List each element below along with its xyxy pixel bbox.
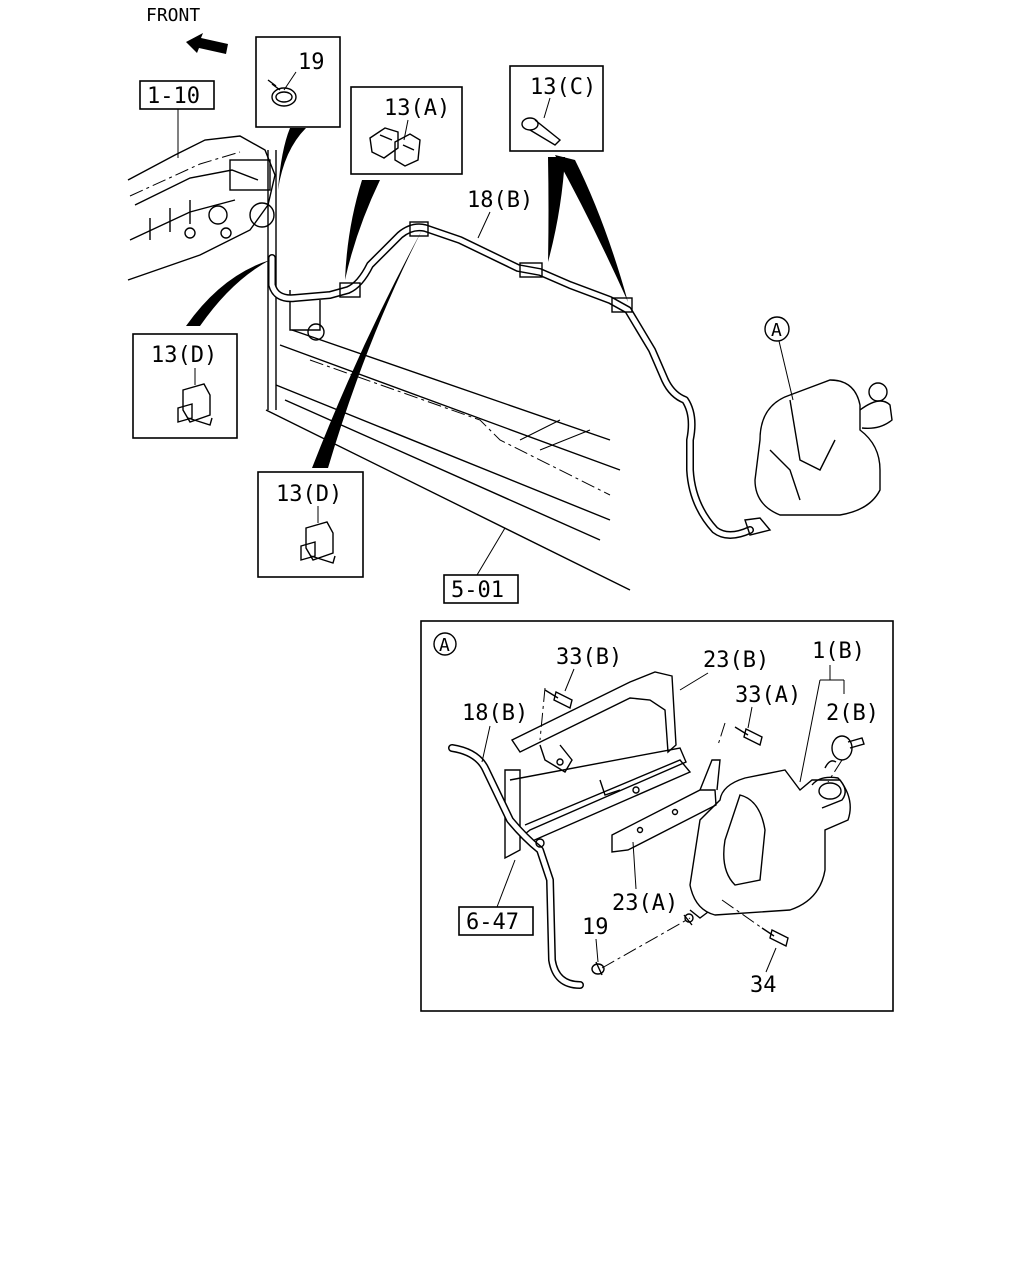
ref-box-6-47[interactable]: 6-47 [458, 906, 534, 936]
guide-33b [539, 687, 546, 741]
pointer-13c-a [548, 157, 565, 262]
detail-a-inset-marker: A [433, 632, 457, 656]
washer-tank-upper [744, 379, 893, 536]
guide-19 [601, 917, 691, 969]
callout-13d-mid[interactable]: 13(D) [257, 471, 364, 578]
callout-13a-text: 13(A) [384, 96, 450, 121]
leader-detail-a [778, 340, 794, 401]
leader-19-inset [595, 938, 599, 963]
ref-6-47-text: 6-47 [466, 910, 519, 935]
callout-19-top[interactable]: 19 [255, 36, 341, 128]
leader-18b-inset [481, 725, 491, 763]
callout-13c[interactable]: 13(C) [509, 65, 604, 152]
label-18b-inset: 18(B) [462, 701, 528, 726]
leader-23a [632, 841, 637, 890]
ref-5-01-text: 5-01 [451, 578, 504, 603]
label-23a: 23(A) [612, 891, 678, 916]
pointer-13d-mid [312, 230, 422, 468]
front-label: FRONT [146, 5, 200, 26]
hose-clamp-icon [267, 79, 297, 107]
label-2b: 2(B) [826, 701, 879, 726]
callout-13c-text: 13(C) [530, 75, 596, 100]
leader-33b [564, 668, 575, 692]
callout-13d-left[interactable]: 13(D) [132, 333, 238, 439]
callout-13d-mid-text: 13(D) [276, 482, 342, 507]
pointer-19-top [278, 128, 306, 190]
leader-5-01 [476, 527, 506, 576]
ref-box-1-10[interactable]: 1-10 [139, 80, 215, 110]
hose-18b-inset [448, 744, 584, 989]
ref-box-5-01[interactable]: 5-01 [443, 574, 519, 604]
leader-23b [679, 672, 709, 691]
leader-18b-top [477, 211, 491, 239]
guide-2b [827, 759, 843, 783]
hose-18b-upper [268, 221, 754, 539]
bolt-33a-icon [734, 726, 763, 747]
callout-13c-leader [543, 97, 551, 119]
ref-1-10-text: 1-10 [147, 84, 200, 109]
label-34: 34 [750, 973, 777, 998]
bracket-23a [611, 759, 721, 853]
clip-13d-left-icon [177, 383, 213, 426]
arrow-left-icon [186, 33, 228, 54]
leader-34 [765, 947, 777, 973]
label-33b: 33(B) [556, 645, 622, 670]
bolt-34-icon [761, 927, 789, 948]
detail-a-marker-upper[interactable]: A [764, 316, 790, 342]
detail-a-marker-text: A [771, 320, 782, 341]
detail-a-inset: A [420, 620, 894, 1012]
callout-13d-left-text: 13(D) [151, 343, 217, 368]
callout-19-top-leader [283, 71, 297, 91]
pointer-13d-left [186, 260, 270, 326]
guide-33a [717, 722, 726, 746]
pointer-13a [345, 180, 380, 280]
bolt-33b-icon [544, 689, 573, 710]
clip-13d-mid-icon [300, 521, 336, 564]
leader-1b [799, 665, 845, 783]
hose-18b-top-label: 18(B) [467, 188, 533, 213]
washer-tank-inset [683, 769, 851, 926]
clamp-19-inset-icon [591, 961, 605, 976]
clip-13a-icon [369, 127, 421, 167]
guide-34 [721, 899, 763, 929]
leader-6-47 [496, 859, 516, 908]
label-33a: 33(A) [735, 683, 801, 708]
detail-a-inset-marker-text: A [439, 635, 450, 656]
label-23b: 23(B) [703, 648, 769, 673]
callout-19-top-text: 19 [298, 50, 325, 75]
callout-13a[interactable]: 13(A) [350, 86, 463, 175]
label-1b: 1(B) [812, 639, 865, 664]
label-19-inset: 19 [582, 915, 609, 940]
leader-33a [747, 706, 753, 729]
clip-13c-icon [521, 117, 562, 146]
